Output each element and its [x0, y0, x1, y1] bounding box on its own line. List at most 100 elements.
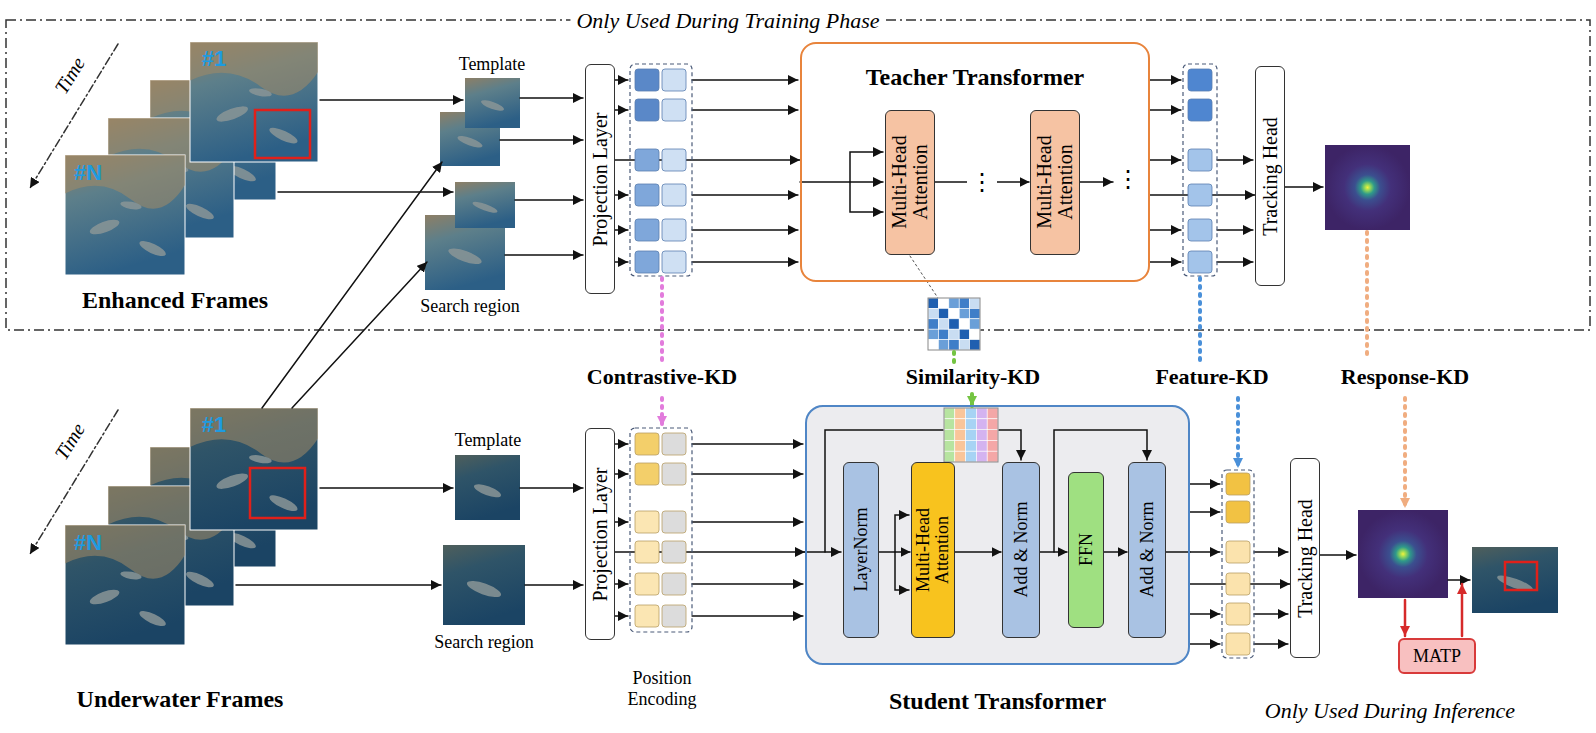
- kd-label: Contrastive-KD: [587, 364, 737, 389]
- kd-arrow: [1198, 278, 1202, 360]
- attention-cell: [976, 430, 987, 441]
- group-fill: [805, 405, 1190, 665]
- arrow-line: [1254, 613, 1288, 614]
- encoding-label: Position Encoding: [607, 668, 717, 709]
- attention-cell: [976, 419, 987, 430]
- arrow-line: [1217, 229, 1253, 230]
- arrow-line: [520, 97, 583, 99]
- attention-block: Multi-Head Attention: [911, 462, 955, 638]
- crop-label-holder: Template: [459, 54, 526, 75]
- arrow-line: [692, 79, 798, 80]
- rock-texture: [65, 525, 185, 579]
- group-fill: [800, 42, 1150, 282]
- block-label: Multi-Head Attention: [914, 491, 952, 609]
- kd-label-holder: Feature-KD: [1155, 364, 1268, 389]
- arrow-line: [500, 139, 583, 141]
- attention-cell: [928, 340, 938, 350]
- attention-cell: [928, 319, 938, 329]
- attention-cell: [944, 430, 955, 441]
- block-label: Add & Norm: [1137, 474, 1156, 624]
- attention-block: Multi-Head Attention: [885, 110, 935, 255]
- token: [635, 605, 659, 627]
- attention-cell: [944, 440, 955, 451]
- kd-arrow: [1403, 398, 1407, 508]
- fish: [471, 200, 498, 215]
- attention-cell: [938, 319, 948, 329]
- arrow-line: [692, 109, 798, 110]
- image-crop: [443, 545, 525, 625]
- token: [662, 251, 686, 273]
- ellipsis-mark: ⋮: [967, 169, 997, 195]
- arrow-line: [692, 443, 803, 444]
- attention-cell: [938, 329, 948, 339]
- arrow-line: [1166, 551, 1190, 553]
- arrow-line: [1190, 511, 1220, 512]
- fish: [248, 87, 272, 98]
- frame-number-holder: #N: [74, 530, 102, 555]
- attention-cell: [966, 451, 977, 462]
- attention-cell: [959, 329, 969, 339]
- arrow-line: [1080, 181, 1113, 183]
- kd-label-holder: Similarity-KD: [906, 364, 1040, 389]
- fish: [248, 454, 272, 465]
- token-group: [1222, 470, 1254, 658]
- projection-layer: Projection Layer: [585, 64, 615, 294]
- block-title: Student Transformer: [807, 688, 1188, 715]
- attention-matrix: [944, 408, 998, 462]
- tracking-head: Tracking Head: [1255, 66, 1285, 286]
- attention-cell: [987, 430, 998, 441]
- block-label: MATP: [1413, 646, 1461, 667]
- token: [662, 219, 686, 241]
- group-caption-holder: Enhanced Frames: [82, 287, 268, 315]
- crop-label: Search region: [420, 296, 519, 317]
- phase-note-holder: Only Used During Training Phase: [570, 8, 885, 33]
- encoding-label-holder: Position Encoding: [607, 668, 717, 709]
- video-frame: [65, 525, 185, 645]
- arrow-line: [615, 229, 628, 230]
- token: [635, 251, 659, 273]
- arrow-line: [1150, 261, 1181, 262]
- block-label: Projection Layer: [590, 79, 611, 279]
- time-axis-label-holder: Time: [50, 53, 90, 98]
- image-crop: [1472, 547, 1558, 613]
- fish: [120, 200, 143, 211]
- attention-block: Multi-Head Attention: [1030, 110, 1080, 255]
- fish: [215, 470, 250, 492]
- arrow-line: [1150, 229, 1181, 230]
- token: [662, 541, 686, 563]
- teacher-transformer: Teacher TransformerMulti-Head Attention M…: [800, 42, 1150, 282]
- attention-cell: [944, 451, 955, 462]
- token: [1226, 633, 1250, 655]
- attention-cell: [955, 430, 966, 441]
- token: [1226, 573, 1250, 595]
- crop-label: Search region: [434, 632, 533, 653]
- attention-cell: [966, 408, 977, 419]
- phase-note-holder: Only Used During Inference: [1265, 698, 1515, 723]
- attention-cell: [928, 298, 938, 308]
- arrow-line: [1320, 554, 1356, 556]
- rock-texture: [190, 408, 318, 463]
- tracking-head: Tracking Head: [1290, 458, 1320, 658]
- group-caption: Enhanced Frames: [82, 287, 268, 315]
- block-title: Teacher Transformer: [802, 64, 1148, 91]
- attention-cell: [987, 440, 998, 451]
- attention-cell: [959, 340, 969, 350]
- token: [1188, 251, 1212, 273]
- arrow-line: [525, 584, 583, 586]
- attention-cell: [938, 298, 948, 308]
- kd-label: Response-KD: [1341, 364, 1469, 389]
- arrow-line: [1448, 579, 1470, 581]
- token: [662, 149, 686, 171]
- arrow-line: [615, 194, 628, 195]
- fish: [480, 98, 505, 113]
- token: [635, 463, 659, 485]
- arrow-line: [692, 521, 803, 522]
- attention-cell: [938, 308, 948, 318]
- token: [1226, 473, 1250, 495]
- token: [662, 573, 686, 595]
- token-group: [630, 64, 692, 276]
- token-group: [630, 428, 692, 632]
- arrow-line: [1150, 79, 1181, 80]
- arrow-line: [615, 473, 628, 474]
- attention-matrix: [928, 298, 980, 350]
